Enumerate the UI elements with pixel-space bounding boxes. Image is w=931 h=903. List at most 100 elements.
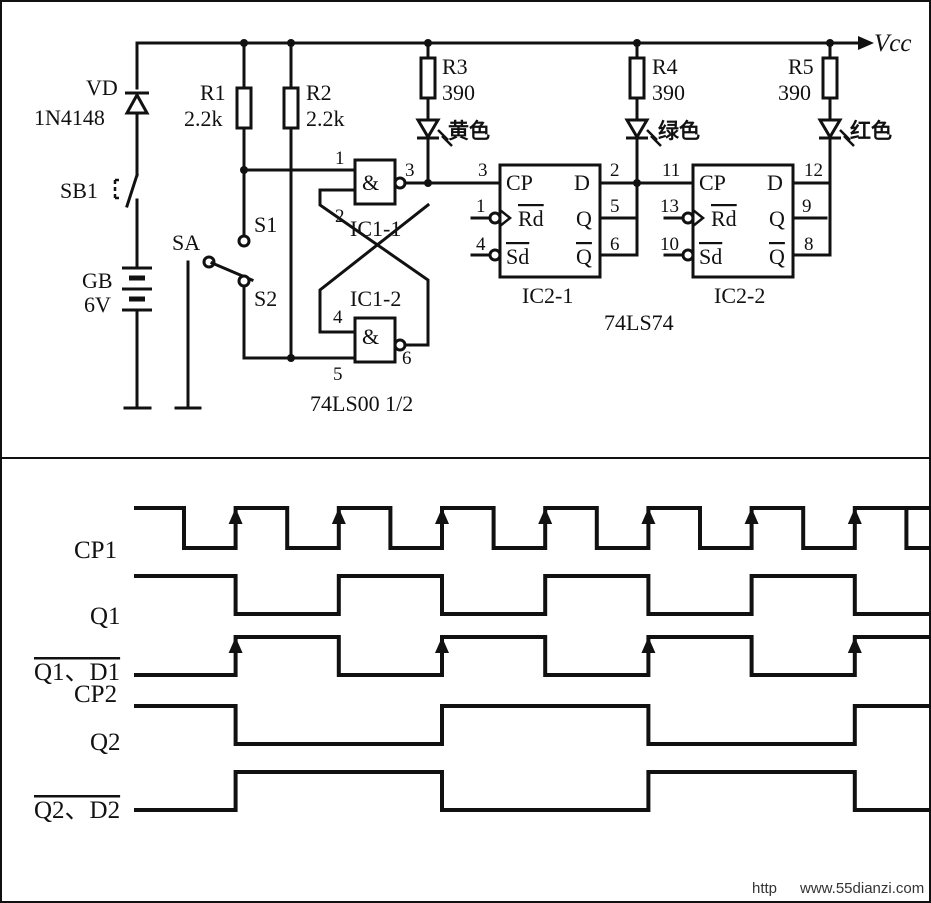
- rising-edge-arrow: [641, 508, 656, 524]
- ff2-qbar: Q: [769, 244, 785, 269]
- nand-gate-ic1-1: [353, 158, 407, 206]
- cross-wire-a: [318, 188, 430, 347]
- flipflop-ic2-2: [691, 163, 795, 279]
- r5-value: 390: [778, 80, 811, 105]
- ff1-qbar: Q: [576, 244, 592, 269]
- ff1-sd-pin: 4: [476, 234, 486, 255]
- cross-wire-b: [318, 202, 431, 334]
- led-red-label: 红色: [850, 119, 892, 143]
- waveform-group: [134, 506, 931, 812]
- ff2-clock-marker: [692, 209, 706, 227]
- r3-value: 390: [442, 80, 475, 105]
- gate1-pin3: 3: [405, 160, 415, 181]
- resistor-r2: [282, 86, 300, 130]
- sb1-label: SB1: [60, 178, 98, 203]
- ff1-rd-bubble: [488, 211, 502, 225]
- waveform-cp1: [134, 506, 931, 550]
- r1-value: 2.2k: [184, 106, 223, 131]
- ff1-qbar-pin: 6: [610, 234, 620, 255]
- ff1-ref: IC2-1: [522, 283, 573, 308]
- waveform-q2bar: [134, 770, 931, 812]
- ff2-cp-pin: 11: [662, 160, 680, 181]
- ff1-d-pin: 2: [610, 160, 620, 181]
- vcc-arrow: [858, 36, 874, 50]
- ff1-q-pin: 5: [610, 196, 620, 217]
- battery-gb: [122, 266, 152, 312]
- gate2-pin5: 5: [333, 364, 343, 385]
- rising-edge-arrow: [538, 508, 553, 524]
- s2-to-gate2: [242, 284, 357, 360]
- led-yellow: [415, 118, 453, 147]
- gate1-pin1: 1: [335, 148, 345, 169]
- sig-label-q1: Q1: [90, 603, 121, 630]
- r3-ref: R3: [442, 54, 468, 79]
- switch-sb1: [113, 173, 139, 208]
- sig-label-cp1: CP1: [74, 537, 117, 564]
- nand-gate-ic1-2: [353, 316, 407, 364]
- ff2-cp: CP: [699, 170, 726, 195]
- led-yellow-label: 黄色: [448, 119, 490, 143]
- waveform-q1bar: [134, 635, 931, 677]
- rising-edge-arrow: [435, 637, 449, 653]
- switch-sa: [174, 234, 254, 410]
- ff2-sd-bubble: [681, 248, 695, 262]
- watermark-url: www.55dianzi.com: [799, 880, 924, 897]
- ff1-qbar-wire: [598, 181, 639, 257]
- rising-edge-arrow: [228, 637, 243, 653]
- diode-part: 1N4148: [34, 105, 105, 130]
- ff1-rd-pin: 1: [476, 196, 486, 217]
- waveform-q1: [134, 574, 931, 616]
- ff1-sd: Sd: [506, 244, 529, 269]
- ff2-qbar-pin: 8: [804, 234, 814, 255]
- rising-edge-arrow: [847, 637, 862, 653]
- ff2-sd: Sd: [699, 244, 722, 269]
- waveform-q2: [134, 704, 931, 746]
- s1-label: S1: [254, 212, 277, 237]
- diode-vd: [124, 91, 150, 115]
- ff2-rd-bubble: [681, 211, 695, 225]
- sig-label-q1bar: Q1、D1: [34, 659, 120, 686]
- sa-label: SA: [172, 230, 200, 255]
- resistor-r4: [628, 56, 646, 100]
- led-red: [817, 118, 855, 147]
- led-green-label: 绿色: [658, 119, 700, 143]
- vcc-label: Vcc: [874, 30, 911, 57]
- r1-ref: R1: [200, 80, 226, 105]
- battery-value: 6V: [84, 292, 111, 317]
- ff1-cp: CP: [506, 170, 533, 195]
- r2-value: 2.2k: [306, 106, 345, 131]
- resistor-r3: [419, 56, 437, 100]
- rising-edge-arrow: [435, 508, 449, 524]
- sig-label-cp2: CP2: [74, 681, 117, 708]
- nand-part: 74LS00 1/2: [310, 391, 413, 416]
- gate1-pin2: 2: [335, 206, 345, 227]
- resistor-r1: [235, 86, 253, 130]
- ff1-d: D: [574, 170, 590, 195]
- flipflop-ic2-1: [498, 163, 602, 279]
- ff2-d-pin: 12: [804, 160, 823, 181]
- ff1-sd-bubble: [488, 248, 502, 262]
- ff1-rd: Rd: [518, 206, 544, 231]
- rising-edge-arrow: [228, 508, 243, 524]
- ff2-rd-pin: 13: [660, 196, 679, 217]
- led-green: [624, 118, 662, 147]
- ff1-clock-marker: [499, 209, 513, 227]
- gate1-ref: IC1-1: [350, 216, 401, 241]
- ff2-sd-pin: 10: [660, 234, 679, 255]
- ff1-q: Q: [576, 206, 592, 231]
- sig-label-q2: Q2: [90, 729, 121, 756]
- gate1-symbol: &: [362, 170, 379, 195]
- ff1-cp-pin: 3: [478, 160, 488, 181]
- ff-part: 74LS74: [604, 310, 674, 335]
- sig-label-q2bar: Q2、D2: [34, 797, 120, 824]
- ff2-ref: IC2-2: [714, 283, 765, 308]
- gate2-pin4: 4: [333, 307, 343, 328]
- ff2-d: D: [767, 170, 783, 195]
- ff2-q-pin: 9: [802, 196, 812, 217]
- resistor-r5: [821, 56, 839, 100]
- gate2-ref: IC1-2: [350, 286, 401, 311]
- ff2-qbar-wire: [791, 181, 832, 257]
- r4-ref: R4: [652, 54, 678, 79]
